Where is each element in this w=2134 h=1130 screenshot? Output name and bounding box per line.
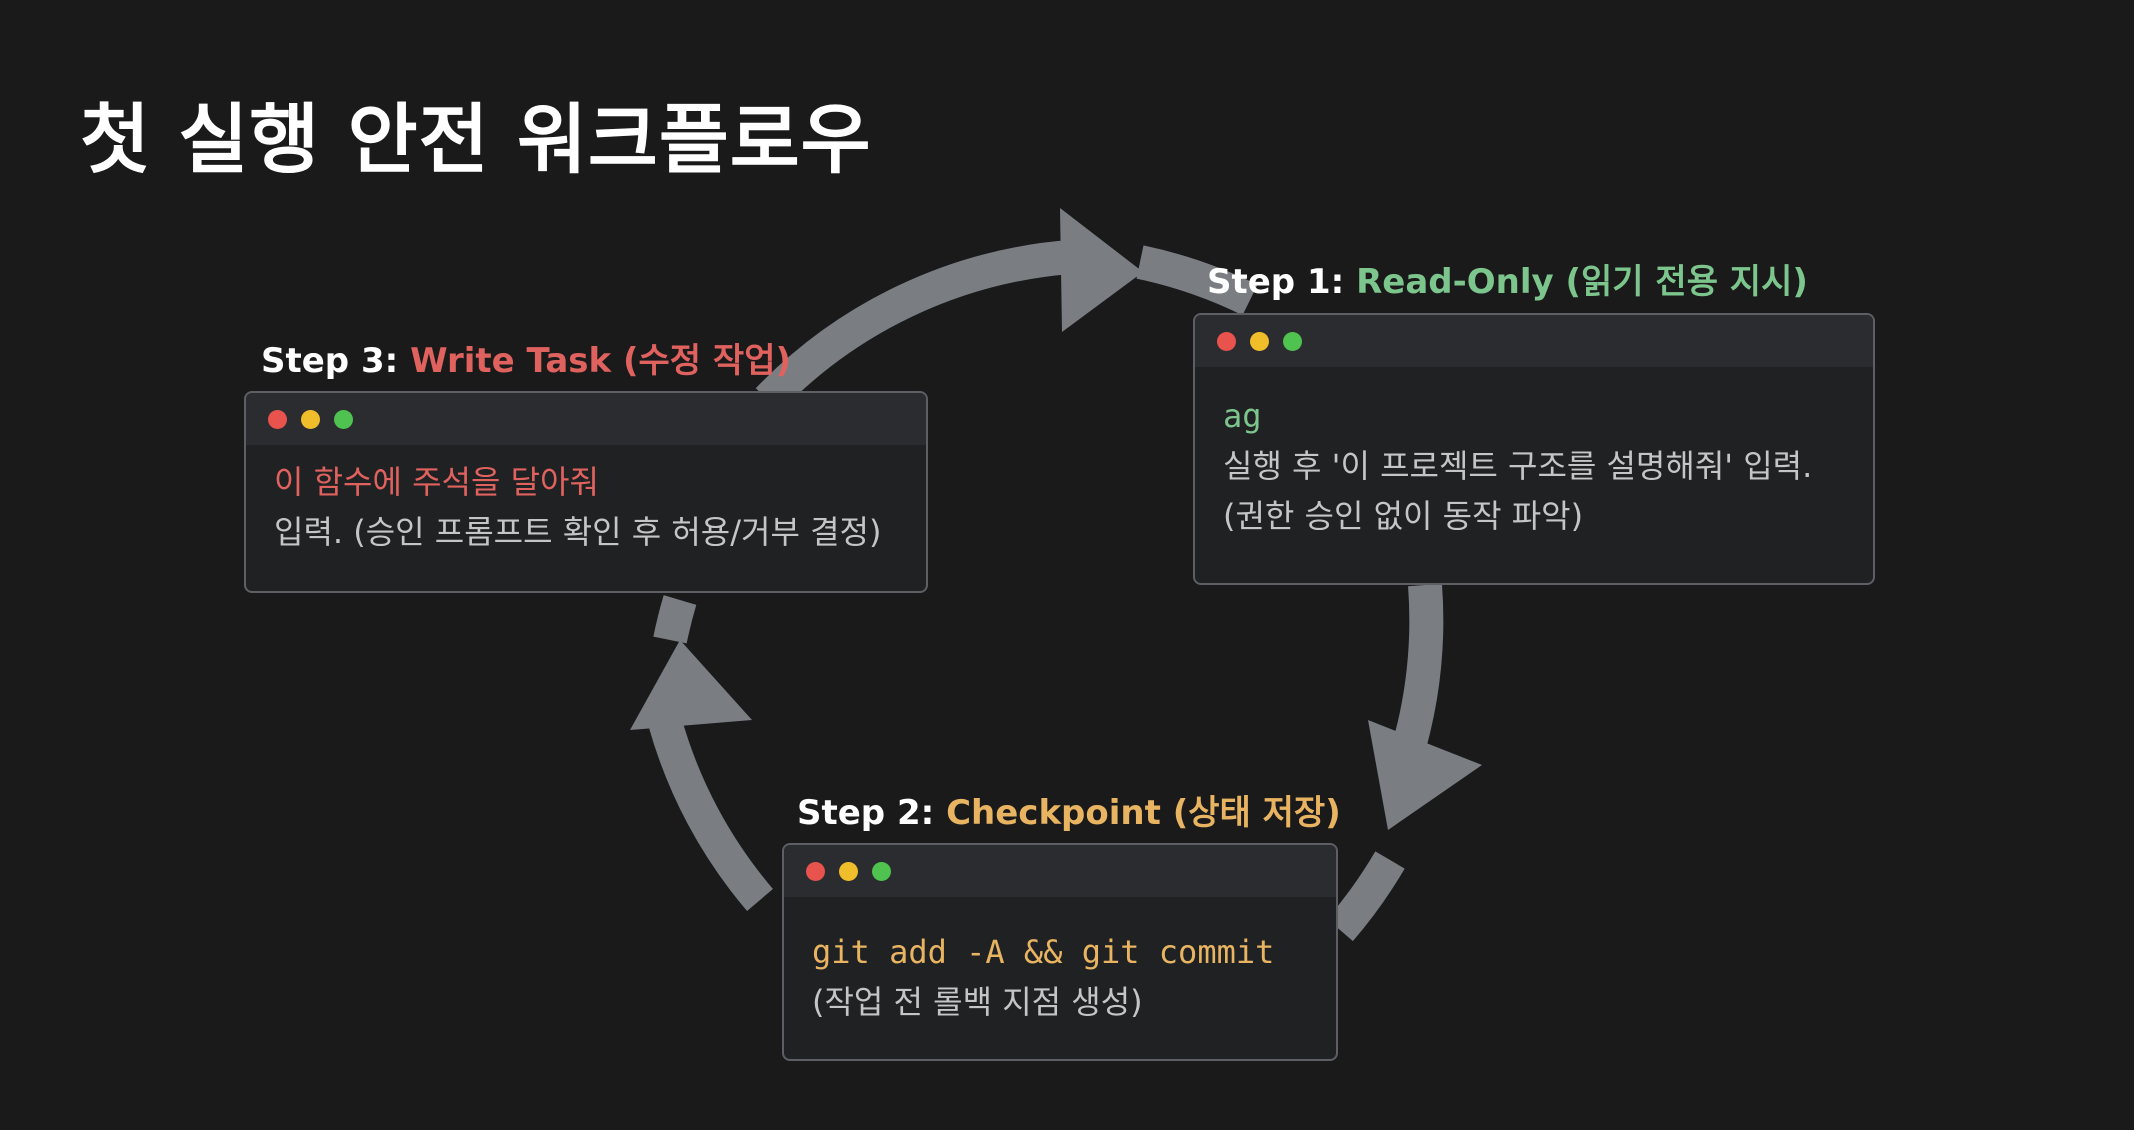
arrowhead-to-step1 — [1060, 208, 1143, 332]
arc-tail-step1 — [1136, 245, 1258, 316]
minimize-dot-icon — [1250, 331, 1269, 351]
arrowhead-to-step3 — [630, 640, 752, 730]
arc-tail-step2 — [1326, 851, 1405, 942]
arc-tail-step3 — [653, 595, 697, 644]
terminal-body: git add -A && git commit (작업 전 롤백 지점 생성) — [784, 897, 1336, 1051]
step1-terminal: ag 실행 후 '이 프로젝트 구조를 설명해줘' 입력. (권한 승인 없이 … — [1193, 313, 1875, 585]
step1-line-2: (권한 승인 없이 동작 파악) — [1223, 497, 1584, 535]
step3-name: Write Task (수정 작업) — [410, 341, 792, 381]
minimize-dot-icon — [301, 409, 320, 429]
terminal-titlebar — [1195, 315, 1873, 367]
arc-step2-to-step3 — [648, 717, 773, 912]
maximize-dot-icon — [334, 409, 353, 429]
step3-terminal: 이 함수에 주석을 달아줘 입력. (승인 프롬프트 확인 후 허용/거부 결정… — [244, 391, 928, 593]
step1-prefix: Step 1: — [1207, 262, 1345, 302]
step1-command: ag — [1223, 397, 1262, 435]
step2-terminal: git add -A && git commit (작업 전 롤백 지점 생성) — [782, 843, 1338, 1061]
step2-prefix: Step 2: — [797, 793, 935, 833]
step2-label: Step 2: Checkpoint (상태 저장) — [797, 785, 1341, 834]
step3-label: Step 3: Write Task (수정 작업) — [261, 333, 791, 382]
maximize-dot-icon — [872, 861, 891, 881]
step2-command: git add -A && git commit — [812, 933, 1275, 971]
step2-line-1: (작업 전 롤백 지점 생성) — [812, 983, 1143, 1021]
step2-name: Checkpoint (상태 저장) — [946, 793, 1341, 833]
arrowhead-to-step2 — [1368, 720, 1482, 830]
step3-prefix: Step 3: — [261, 341, 399, 381]
terminal-titlebar — [246, 393, 926, 445]
maximize-dot-icon — [1283, 331, 1302, 351]
close-dot-icon — [1217, 331, 1236, 351]
arc-step3-to-step1 — [755, 240, 1072, 412]
arc-step1-to-step2 — [1388, 583, 1444, 766]
step3-line-1: 입력. (승인 프롬프트 확인 후 허용/거부 결정) — [274, 513, 882, 551]
terminal-titlebar — [784, 845, 1336, 897]
step1-line-1: 실행 후 '이 프로젝트 구조를 설명해줘' 입력. — [1223, 447, 1813, 485]
close-dot-icon — [268, 409, 287, 429]
minimize-dot-icon — [839, 861, 858, 881]
step1-label: Step 1: Read-Only (읽기 전용 지시) — [1207, 254, 1808, 303]
page-title: 첫 실행 안전 워크플로우 — [80, 95, 872, 184]
step3-command: 이 함수에 주석을 달아줘 — [274, 463, 599, 501]
step1-name: Read-Only (읽기 전용 지시) — [1356, 262, 1808, 302]
terminal-body: 이 함수에 주석을 달아줘 입력. (승인 프롬프트 확인 후 허용/거부 결정… — [246, 445, 926, 581]
terminal-body: ag 실행 후 '이 프로젝트 구조를 설명해줘' 입력. (권한 승인 없이 … — [1195, 367, 1873, 565]
close-dot-icon — [806, 861, 825, 881]
